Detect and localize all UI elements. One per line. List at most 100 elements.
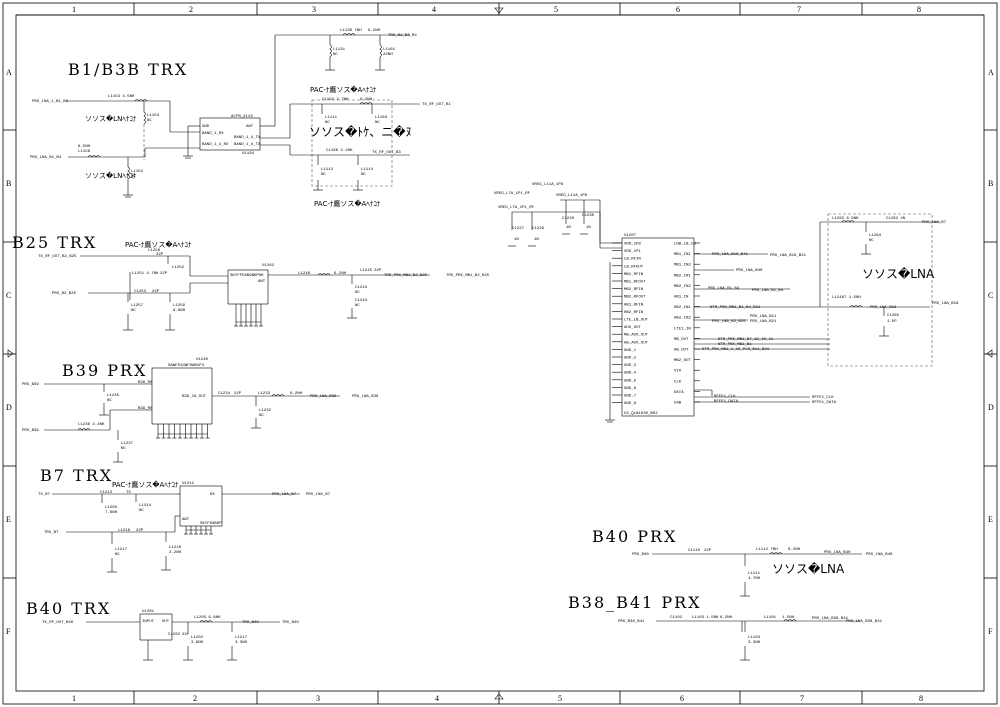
pin-label: RX bbox=[210, 493, 215, 497]
note-pa-side-b25: PAC-ﾅ鷹ソス�Aﾍﾅｺﾅ bbox=[125, 240, 192, 249]
net-label: PRX_LNA_B21 bbox=[750, 320, 777, 324]
component-label: 22P bbox=[234, 392, 242, 396]
component-label: L1246 bbox=[298, 272, 311, 276]
net-label: PRX_B39 bbox=[22, 383, 39, 387]
col-label-top: 3 bbox=[312, 5, 316, 14]
note-pa-side-low: PAC-ﾅ鷹ソス�Aﾍﾅｺﾅ bbox=[314, 199, 381, 208]
section-title-b25: B25 TRX bbox=[12, 233, 97, 252]
net-label: PRX_LNA_B7 bbox=[272, 493, 297, 497]
block-b40-trx: B40 TRX TX_RF_OUT_B40 U1201 INPUT OUT L1… bbox=[26, 599, 299, 661]
ic-pin-label: GND_8 bbox=[624, 402, 637, 406]
component-label: 6.2NH bbox=[290, 392, 303, 396]
component-label: L1156 bbox=[78, 150, 91, 154]
component-label: NC bbox=[139, 509, 144, 513]
net-label: PRX_LNA_B1_B4 bbox=[30, 156, 62, 160]
col-label-bottom: 3 bbox=[316, 694, 320, 703]
component-label: L1258 bbox=[148, 249, 161, 253]
component-label: 22P bbox=[704, 549, 712, 553]
net-label: RFFE1_DATA bbox=[812, 401, 837, 405]
block-b39-prx: B39 PRX PRX_B39 B39_RX L1235 NC PRX_B39 … bbox=[22, 358, 379, 463]
ref-label: U1201 bbox=[142, 610, 155, 614]
note-pa-side: PAC-ﾅ鷹ソス�Aﾍﾅｺﾅ bbox=[310, 85, 377, 94]
ic-pin-label: HB2_IN2 bbox=[674, 317, 691, 321]
net-label: PRX_LNA_B40 bbox=[824, 551, 851, 555]
component-label: L1112 7NH bbox=[756, 548, 778, 552]
component-label: L1153 4.5NH bbox=[108, 95, 135, 99]
ic-pin-label: MB_AUX_OUT bbox=[624, 334, 649, 338]
component-label: B39_RX bbox=[138, 381, 153, 385]
ic-pin-label: VDD_1P1 bbox=[624, 250, 641, 254]
net-label: TRX_PRX_MB1_B2_B25 bbox=[446, 274, 490, 278]
component-label: 6.2NH bbox=[720, 616, 733, 620]
component-label: 6.5NH bbox=[78, 145, 91, 149]
component-label: NC bbox=[321, 173, 326, 177]
ic-pin-label: MB_OUT bbox=[674, 338, 689, 342]
component-label: C1202 bbox=[168, 633, 181, 637]
section-title-b39: B39 PRX bbox=[62, 361, 147, 380]
component-label: NC bbox=[131, 309, 136, 313]
component-label: C1244 bbox=[355, 299, 368, 303]
component-label: NC bbox=[333, 53, 338, 57]
component-label: L1101 bbox=[764, 616, 777, 620]
ic-pin-label: LTE_LB_OUT bbox=[624, 319, 649, 323]
net-label: PRX_B40 bbox=[632, 553, 649, 557]
component-label: 6.2NH bbox=[368, 29, 381, 33]
component-label: 3.9NH bbox=[191, 641, 204, 645]
ic-pin-label: CLK bbox=[674, 380, 682, 384]
net-label: TRX_B7 bbox=[44, 531, 59, 535]
col-label-top: 2 bbox=[189, 5, 193, 14]
component-label: L1252 bbox=[172, 266, 185, 270]
row-label-left: F bbox=[6, 627, 11, 636]
component-label: NC bbox=[325, 121, 330, 125]
row-label-left: D bbox=[6, 403, 12, 412]
row-label-right: D bbox=[988, 403, 994, 412]
net-label: PRX_LNA_B40 bbox=[866, 553, 893, 557]
ic-pin-label: AUX_OUT bbox=[624, 326, 641, 330]
ic-pin-label: MB1_IN1 bbox=[674, 253, 691, 257]
ic-pin-label: MB2_RFIN bbox=[624, 288, 644, 292]
ref-label: U1240 bbox=[196, 358, 209, 362]
row-labels: A B C D E F A B C D E F bbox=[6, 68, 994, 636]
component-label: L12497 1.5NH bbox=[832, 296, 861, 300]
component-label: NC bbox=[121, 447, 126, 451]
component-label: 1N bbox=[586, 226, 591, 230]
component-label: C1265 bbox=[887, 314, 900, 318]
component-label: NC bbox=[361, 173, 366, 177]
net-label: TRX_B40 bbox=[282, 621, 299, 625]
pin-label: INPUT bbox=[142, 620, 155, 624]
ic-pin-label: MB2_IN2 bbox=[674, 285, 691, 289]
row-label-left: C bbox=[6, 291, 11, 300]
component-label: NC bbox=[259, 414, 264, 418]
net-label: TX_RF_OUT_B2_B25 bbox=[38, 255, 77, 259]
col-label-bottom: 7 bbox=[800, 694, 804, 703]
pin-label: BAND_1_4_TX bbox=[234, 143, 261, 147]
component-label: B39_RX bbox=[138, 407, 153, 411]
net-label: RFFE1_CLK bbox=[812, 396, 834, 400]
component-label: 22P bbox=[374, 269, 382, 273]
component-label: 3.3NH bbox=[235, 641, 248, 645]
net-label: NTR_PRX_MB1_1_19_PCS_B11_B21 bbox=[702, 348, 770, 352]
net-label: PRX_LNA_B11 bbox=[750, 315, 777, 319]
component-label: L1203 bbox=[105, 506, 118, 510]
component-label: L1218 bbox=[169, 546, 182, 550]
ref-label: U1212 bbox=[182, 482, 195, 486]
block-b25-trx: B25 TRX PAC-ﾅ鷹ソス�Aﾍﾅｺﾅ TX_RF_OUT_B2_B25 … bbox=[12, 233, 490, 331]
col-label-top: 7 bbox=[797, 5, 801, 14]
note-middle: ソソス�ﾄｹ、ニ�ﾇ bbox=[309, 125, 412, 139]
component-label: 7.6NH bbox=[105, 511, 118, 515]
component-label: C1234 bbox=[218, 392, 231, 396]
component-label: C1227 bbox=[512, 227, 525, 231]
pin-label: OUT bbox=[162, 620, 170, 624]
net-label: TRX_PRX_MB1_B2_B25 bbox=[384, 274, 428, 278]
column-labels: 1 2 3 4 5 6 7 8 1 2 3 4 5 6 7 8 bbox=[72, 5, 923, 703]
component-label: NC bbox=[115, 553, 120, 557]
section-title-b40-prx: B40 PRX bbox=[592, 527, 677, 546]
ic-pin-label: DATA bbox=[674, 391, 684, 395]
ic-pin-label: HB1_IN bbox=[674, 296, 689, 300]
section-title-b1-b3b: B1/B3B TRX bbox=[68, 60, 188, 79]
row-label-right: E bbox=[988, 515, 993, 524]
ground-pins bbox=[234, 304, 263, 327]
col-label-top: 6 bbox=[676, 5, 680, 14]
ic-pin-label: MB1_IN2 bbox=[674, 264, 691, 268]
